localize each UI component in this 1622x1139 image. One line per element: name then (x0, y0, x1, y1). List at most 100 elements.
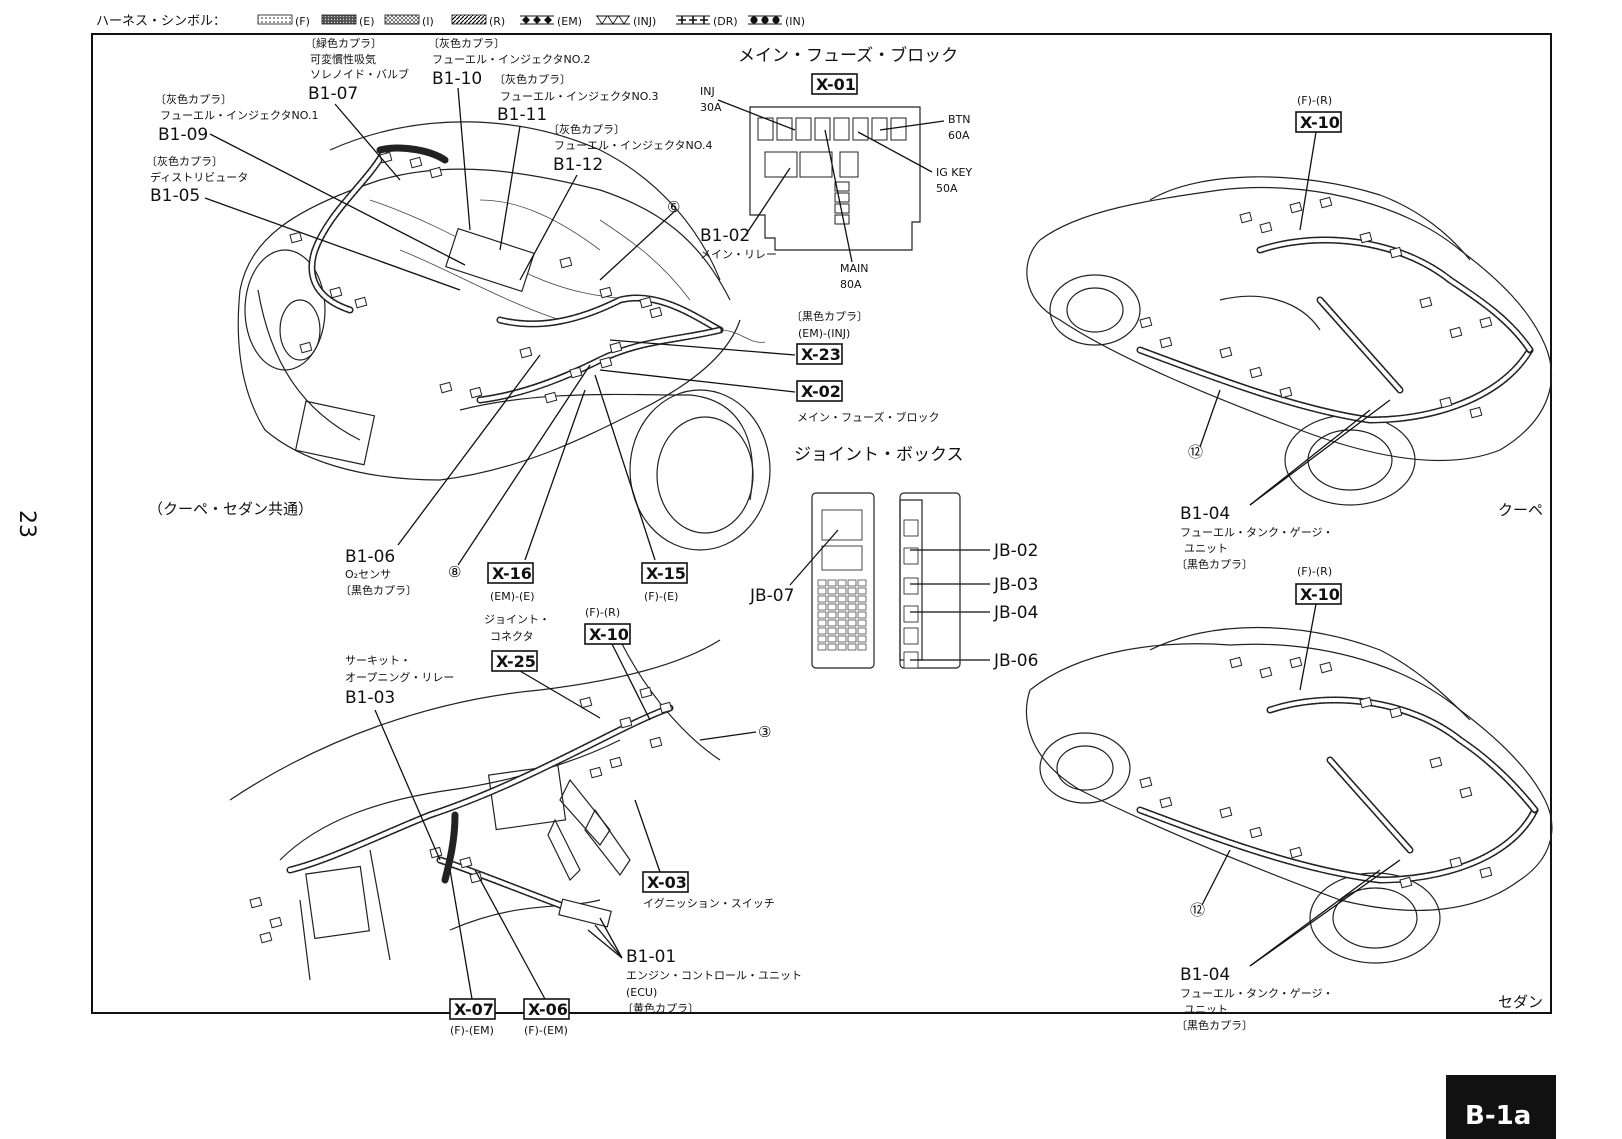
fuse-block-title: メイン・フューズ・ブロック (738, 45, 958, 66)
x-23-note1: 〔黒色カプラ〕 (791, 309, 868, 323)
jb-02-label: JB-02 (993, 541, 1038, 561)
jb-connector (903, 547, 919, 565)
jb-relay (821, 509, 863, 541)
dash-connector (249, 896, 263, 909)
jb-fuse-cell (847, 627, 857, 635)
sedan-callout-12: ⑫ (1190, 901, 1205, 919)
x-23-label: X-23 (801, 345, 841, 364)
x-15-note: (F)-(E) (644, 590, 678, 603)
engine-connector (639, 296, 653, 309)
harness-symbol-legend: ハーネス・シンボル： (F)(E)(I)(R)(EM)(INJ)(DR)(IN) (96, 14, 805, 29)
igkey-amp: 50A (936, 182, 958, 195)
jb-fuse-cell (847, 635, 857, 643)
b1-05-note2: ディストリビュータ (150, 170, 248, 184)
coupe-x-10-label: X-10 (1300, 113, 1340, 132)
jb-fuse-cell (827, 627, 837, 635)
b1-06-note1: O₂センサ (345, 568, 391, 581)
coupe-connector (1389, 246, 1403, 259)
coupe-connector (1469, 406, 1483, 419)
coupe-callout-12: ⑫ (1188, 443, 1203, 461)
engine-leader-lines (204, 87, 796, 566)
btn-label: BTN (948, 113, 971, 126)
sedan-connector (1449, 856, 1463, 869)
b1-12-note1: 〔灰色カプラ〕 (548, 122, 625, 136)
jb-fuse-cell (817, 627, 827, 635)
page-tab-bg (1446, 1075, 1556, 1139)
diagram-frame (91, 33, 1552, 1014)
b1-01-label: B1-01 (626, 947, 676, 967)
x-02-note: メイン・フューズ・ブロック (797, 410, 939, 424)
fuse-cell (776, 117, 793, 141)
x-06-box (523, 998, 570, 1020)
sedan-connector (1229, 656, 1243, 669)
legend-code-hatch: (R) (489, 15, 505, 28)
b1-01-note2: (ECU) (626, 986, 657, 999)
sedan-connector (1249, 826, 1263, 839)
dash-labels: ジョイント・ コネクタ X-25 (F)-(R) X-10 サーキット・ オープ… (345, 606, 802, 1037)
instrument-panel-illustration (229, 639, 721, 981)
jb-fuse-cell (837, 627, 847, 635)
jb-fuse-cell (857, 643, 867, 651)
coupe-connector (1249, 366, 1263, 379)
b1-11-note1: 〔灰色カプラ〕 (494, 72, 571, 86)
b1-01-note1: エンジン・コントロール・ユニット (626, 969, 802, 982)
engine-connector (289, 231, 303, 244)
sedan-connector (1479, 866, 1493, 879)
x-25-note1: ジョイント・ (484, 613, 550, 626)
x-03-box (642, 871, 689, 893)
engine-connector (609, 341, 623, 354)
fuse-cell (890, 117, 907, 141)
b1-11-label: B1-11 (497, 105, 547, 125)
b1-12-label: B1-12 (553, 155, 603, 175)
b1-07-note2: 可変慣性吸気 (310, 52, 376, 66)
sedan-b1-04-note3: 〔黒色カプラ〕 (1176, 1018, 1253, 1032)
coupe-connector (1289, 201, 1303, 214)
b1-06-note2: 〔黒色カプラ〕 (340, 583, 417, 597)
jb-fuse-cell (837, 611, 847, 619)
jb-03-label: JB-03 (993, 575, 1038, 595)
jb-fuse-cell (837, 635, 847, 643)
legend-title: ハーネス・シンボル： (96, 14, 226, 29)
jb-fuse-cell (817, 643, 827, 651)
jb-fuse-cell (827, 587, 837, 595)
jb-fuse-cell (847, 579, 857, 587)
b1-05-label: B1-05 (150, 186, 200, 206)
igkey-label: IG KEY (936, 166, 972, 179)
engine-connector (469, 386, 483, 399)
fuse-cell (757, 117, 774, 141)
engine-connector (649, 306, 663, 319)
x-06-note: (F)-(EM) (524, 1024, 568, 1037)
legend-code-plus: (DR) (713, 15, 738, 28)
page-number: 23 (14, 510, 39, 538)
fuse-cell (852, 117, 869, 141)
jb-fuse-cell (837, 595, 847, 603)
coupe-connector (1259, 221, 1273, 234)
coupe-connector (1219, 346, 1233, 359)
legend-swatch-triangle: (INJ) (596, 15, 656, 28)
callout-3: ③ (758, 723, 771, 741)
sedan-connector (1289, 656, 1303, 669)
x-07-note: (F)-(EM) (450, 1024, 494, 1037)
sedan-connector (1139, 776, 1153, 789)
x-15-box (641, 562, 688, 584)
x-16-note: (EM)-(E) (490, 590, 535, 603)
x-25-box (491, 650, 538, 672)
b1-09-note2: フューエル・インジェクタNO.1 (160, 109, 319, 122)
fuse-cell (834, 192, 850, 203)
b1-09-note1: 〔灰色カプラ〕 (155, 92, 232, 106)
coupe-b1-04-note3: 〔黒色カプラ〕 (1176, 557, 1253, 571)
b1-01-note3: 〔黄色カプラ〕 (622, 1001, 699, 1015)
common-caption: （クーペ・セダン共通） (148, 500, 313, 518)
sedan-label: セダン (1498, 993, 1543, 1011)
jb-fuse-cell (857, 579, 867, 587)
dash-connector (269, 916, 283, 929)
coupe-connector (1439, 396, 1453, 409)
b1-07-label: B1-07 (308, 84, 358, 104)
coupe-connector (1159, 336, 1173, 349)
jb-fuse-cell (827, 619, 837, 627)
sedan-b1-04-note2: ユニット (1184, 1003, 1228, 1016)
x-10-dash-label: X-10 (589, 625, 629, 644)
jb-connector (903, 627, 919, 645)
sedan-connector (1289, 846, 1303, 859)
